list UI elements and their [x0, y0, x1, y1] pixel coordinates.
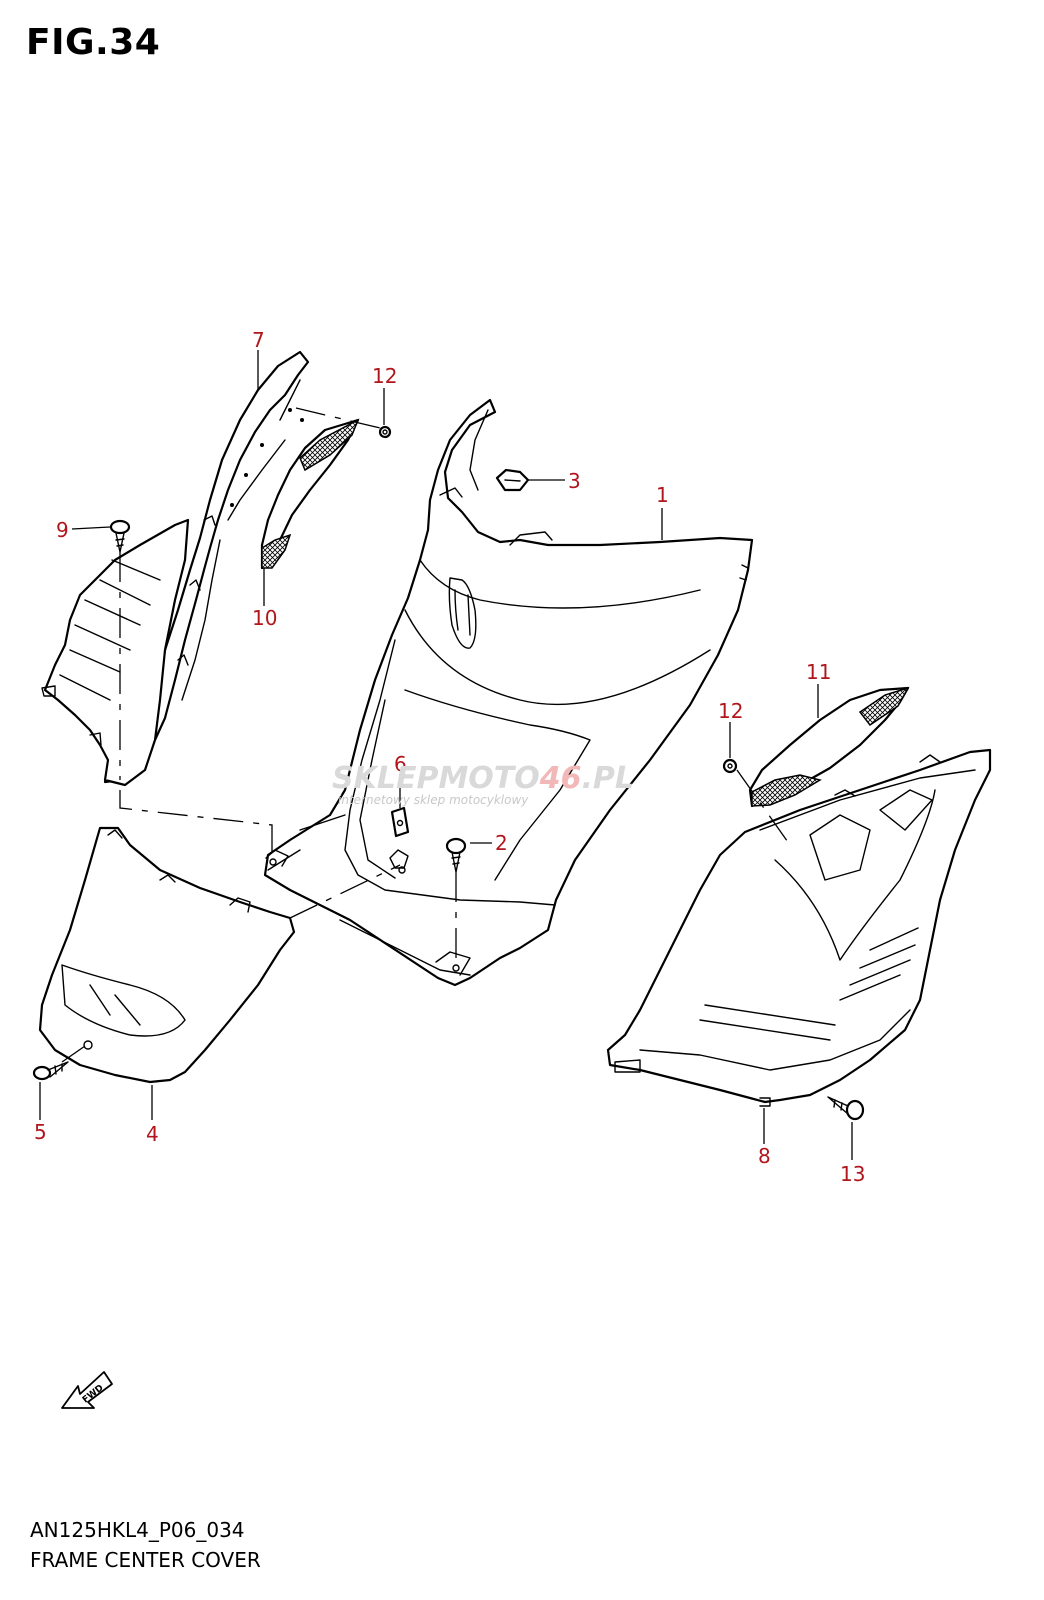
- figure-title: FIG.34: [26, 22, 161, 63]
- part-9-screw: [109, 519, 131, 553]
- part-13-screw: [827, 1096, 865, 1121]
- part-8-right-side-cover: [606, 748, 992, 1107]
- watermark-brand-c: .PL: [582, 761, 635, 796]
- callout-9: 9: [56, 518, 69, 542]
- callout-11: 11: [806, 660, 831, 684]
- callout-12-upper: 12: [372, 364, 397, 388]
- callout-3: 3: [568, 469, 581, 493]
- part-5-screw: [32, 1061, 69, 1081]
- model-code: AN125HKL4_P06_034: [30, 1518, 245, 1542]
- callout-5: 5: [34, 1120, 47, 1144]
- callout-12-right: 12: [718, 699, 743, 723]
- callout-2: 2: [495, 831, 508, 855]
- fwd-arrow-icon: FWD: [61, 1371, 113, 1409]
- callout-10: 10: [252, 606, 277, 630]
- assembly-lines: [61, 407, 791, 1063]
- callout-6: 6: [394, 752, 407, 776]
- watermark-brand-b: 46: [539, 761, 582, 796]
- part-4-front-lower-cover: [38, 826, 296, 1084]
- watermark: SKLEPMOTO46.PL internetowy sklep motocyk…: [332, 761, 634, 807]
- part-12-nut-upper: [378, 425, 392, 439]
- callout-13: 13: [840, 1162, 865, 1186]
- leader-lines: [39, 350, 853, 1160]
- part-12-nut-right: [722, 758, 738, 774]
- callout-4: 4: [146, 1122, 159, 1146]
- callout-1: 1: [656, 483, 669, 507]
- part-6-clip-nut: [390, 806, 410, 838]
- part-1-frame-center-cover: [263, 398, 754, 987]
- part-10-left-grille: [260, 418, 360, 570]
- part-11-right-grille: [748, 686, 910, 808]
- part-2-screw: [445, 837, 467, 873]
- left-side-box: [41, 518, 190, 787]
- part-3-nut: [495, 468, 530, 492]
- figure-name: FRAME CENTER COVER: [30, 1548, 261, 1572]
- callout-8: 8: [758, 1144, 771, 1168]
- callout-7: 7: [252, 328, 265, 352]
- svg-text:SKLEPMOTO46.PL: SKLEPMOTO46.PL: [332, 761, 634, 796]
- watermark-tagline: internetowy sklep motocyklowy: [338, 793, 529, 807]
- watermark-brand-a: SKLEPMOTO: [332, 761, 540, 796]
